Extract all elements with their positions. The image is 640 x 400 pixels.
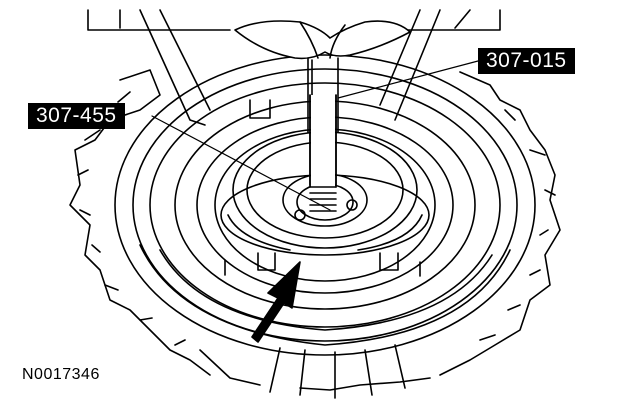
callout-label-307-455: 307-455 [28,103,125,129]
compressor-handle [234,20,411,60]
drum-splines [224,99,421,399]
callout-leaders [151,60,479,211]
callout-label-307-015: 307-015 [478,48,575,74]
tool-frame [87,9,501,126]
forcing-screw-lower [309,94,337,212]
outer-drum-teeth [69,69,561,391]
figure-id: N0017346 [22,366,100,383]
direction-arrow [251,261,301,343]
